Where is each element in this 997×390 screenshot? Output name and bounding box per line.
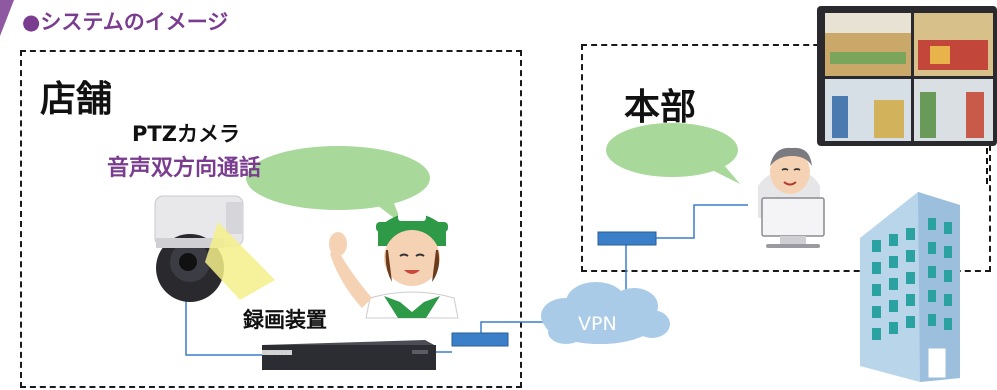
hq-building-icon: [860, 192, 960, 382]
store-clerk-illustration: [329, 212, 459, 319]
two-way-voice-label: 音声双方向通話: [107, 156, 262, 181]
hq-speech-bubble: [606, 123, 740, 184]
ptz-camera-label: PTZカメラ: [132, 122, 240, 146]
store-area: [20, 50, 522, 388]
hq-switch-icon: [597, 231, 657, 246]
headquarters-label: 本部: [624, 87, 697, 128]
ptz-camera-icon: [154, 195, 275, 302]
page-title: ●システムのイメージ: [22, 10, 229, 34]
camera-light-beam: [205, 222, 275, 300]
hq-switch-pc-line: [656, 204, 748, 239]
vpn-label: VPN: [578, 313, 617, 335]
recorder-device-icon: [262, 340, 436, 370]
surveillance-monitor-icon: [817, 6, 997, 146]
vpn-cloud-icon: [541, 282, 670, 344]
camera-recorder-line: [185, 292, 262, 356]
store-label: 店舗: [40, 79, 113, 120]
hq-operator-illustration: [758, 147, 825, 248]
switch-vpn-line: [480, 321, 548, 333]
store-switch-icon: [451, 332, 509, 347]
recorder-label: 録画装置: [243, 308, 327, 332]
recorder-brand-text: HIKVISION: [266, 351, 292, 357]
title-corner-decoration: [0, 0, 14, 36]
